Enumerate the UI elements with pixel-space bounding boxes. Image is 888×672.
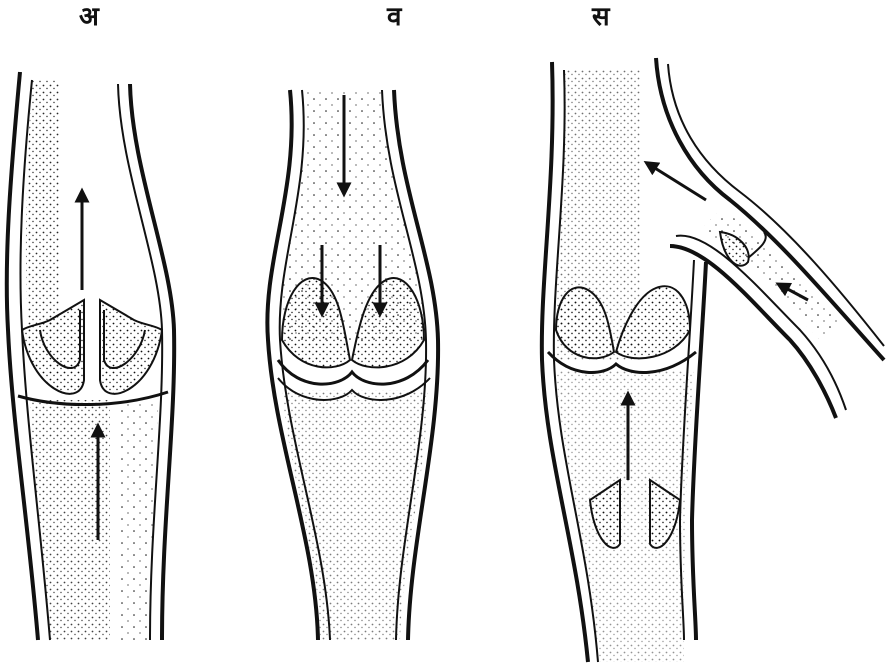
- vein-open-valve: [7, 72, 174, 640]
- vein-junction: [542, 58, 884, 662]
- vein-closed-valve: [267, 90, 438, 640]
